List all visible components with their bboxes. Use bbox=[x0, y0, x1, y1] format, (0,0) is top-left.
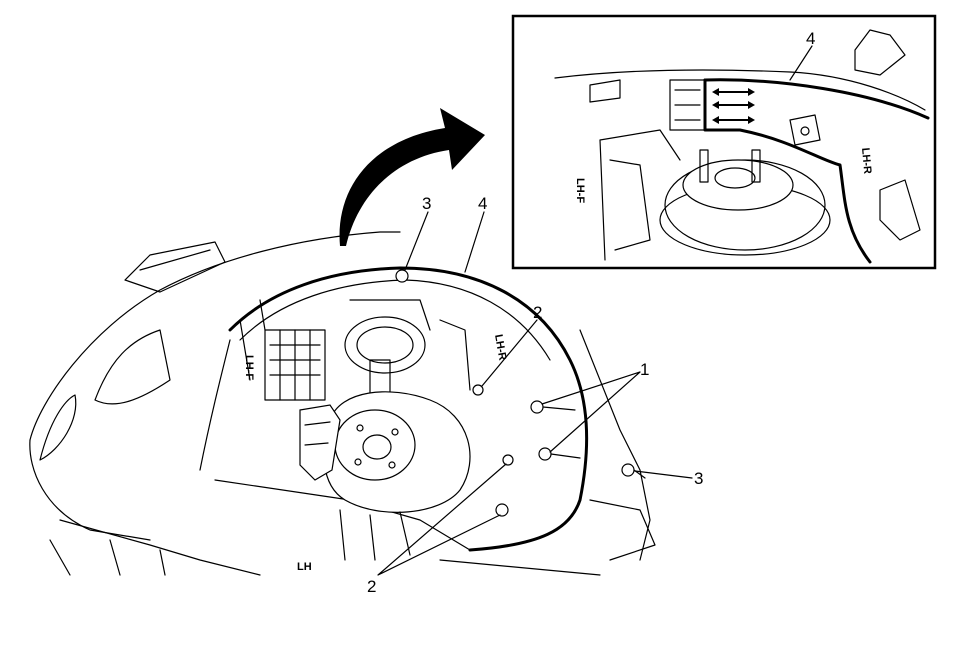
callout-1: 1 bbox=[640, 360, 649, 379]
zone-label-lh-r: LH-R bbox=[492, 333, 508, 361]
detail-inset: 4 LH-F LH-R bbox=[511, 14, 937, 270]
screw-lower bbox=[495, 503, 509, 517]
zone-label-lh: LH bbox=[297, 561, 312, 573]
inset-zone-label-lh-r: LH-R bbox=[859, 147, 873, 174]
callout-2-upper: 2 bbox=[533, 303, 542, 322]
screw-upper bbox=[472, 384, 484, 396]
fasteners bbox=[395, 269, 646, 517]
nut-top bbox=[395, 269, 409, 283]
callout-2-lower: 2 bbox=[367, 577, 376, 596]
zone-label-lh-f: LH-F bbox=[243, 355, 255, 380]
screw-middle bbox=[502, 454, 514, 466]
callout-3-top: 3 bbox=[422, 194, 431, 213]
leader-lines bbox=[377, 211, 693, 576]
inset-zone-label-lh-f: LH-F bbox=[574, 178, 586, 203]
callout-3-right: 3 bbox=[694, 469, 703, 488]
vehicle-body bbox=[29, 231, 656, 576]
push-pin-lower bbox=[538, 447, 552, 461]
callout-4-main: 4 bbox=[478, 194, 487, 213]
nut-right bbox=[621, 463, 635, 477]
double-arrow-icon bbox=[712, 88, 755, 124]
suspension-components bbox=[264, 299, 471, 561]
callout-4-inset: 4 bbox=[806, 29, 815, 48]
push-pin-upper bbox=[530, 400, 544, 414]
curved-arrow-icon bbox=[339, 108, 485, 246]
